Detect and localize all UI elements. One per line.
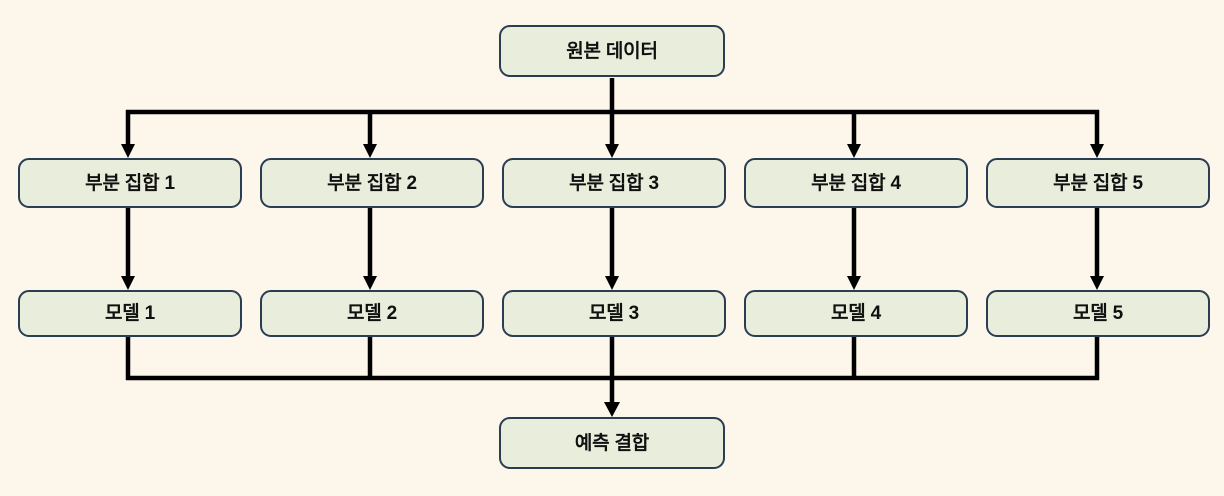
node-combined-prediction-label: 예측 결합 — [574, 432, 650, 454]
arrowhead-subset-5 — [1090, 144, 1104, 158]
node-subset-2-label: 부분 집합 2 — [327, 172, 417, 194]
arrowhead-subset-1 — [121, 144, 135, 158]
arrowhead-subset-2 — [363, 144, 377, 158]
node-model-5-label: 모델 5 — [1072, 303, 1123, 324]
node-subset-5[interactable]: 부분 집합 5 — [986, 158, 1210, 208]
node-subset-4[interactable]: 부분 집합 4 — [744, 158, 968, 208]
node-subset-3-label: 부분 집합 3 — [569, 172, 659, 194]
node-subset-5-label: 부분 집합 5 — [1053, 172, 1143, 194]
arrowhead-subset-4 — [847, 144, 861, 158]
node-model-4-label: 모델 4 — [830, 303, 881, 324]
node-model-1-label: 모델 1 — [104, 303, 155, 324]
node-source-data[interactable]: 원본 데이터 — [499, 25, 725, 77]
node-model-3-label: 모델 3 — [588, 303, 639, 324]
node-model-5[interactable]: 모델 5 — [986, 290, 1210, 337]
arrowhead-model-5 — [1090, 276, 1104, 290]
arrowhead-model-3 — [605, 276, 619, 290]
arrowhead-model-1 — [121, 276, 135, 290]
node-model-4[interactable]: 모델 4 — [744, 290, 968, 337]
arrowhead-subset-3 — [605, 144, 619, 158]
node-subset-1-label: 부분 집합 1 — [85, 172, 175, 194]
node-model-3[interactable]: 모델 3 — [502, 290, 726, 337]
node-subset-2[interactable]: 부분 집합 2 — [260, 158, 484, 208]
node-model-2[interactable]: 모델 2 — [260, 290, 484, 337]
node-subset-1[interactable]: 부분 집합 1 — [18, 158, 242, 208]
node-subset-4-label: 부분 집합 4 — [811, 172, 901, 194]
node-combined-prediction[interactable]: 예측 결합 — [499, 417, 725, 469]
node-model-1[interactable]: 모델 1 — [18, 290, 242, 337]
node-subset-3[interactable]: 부분 집합 3 — [502, 158, 726, 208]
node-model-2-label: 모델 2 — [346, 303, 397, 324]
node-source-data-label: 원본 데이터 — [566, 40, 658, 62]
arrowhead-result — [604, 402, 620, 417]
arrowhead-model-4 — [847, 276, 861, 290]
arrowhead-model-2 — [363, 276, 377, 290]
